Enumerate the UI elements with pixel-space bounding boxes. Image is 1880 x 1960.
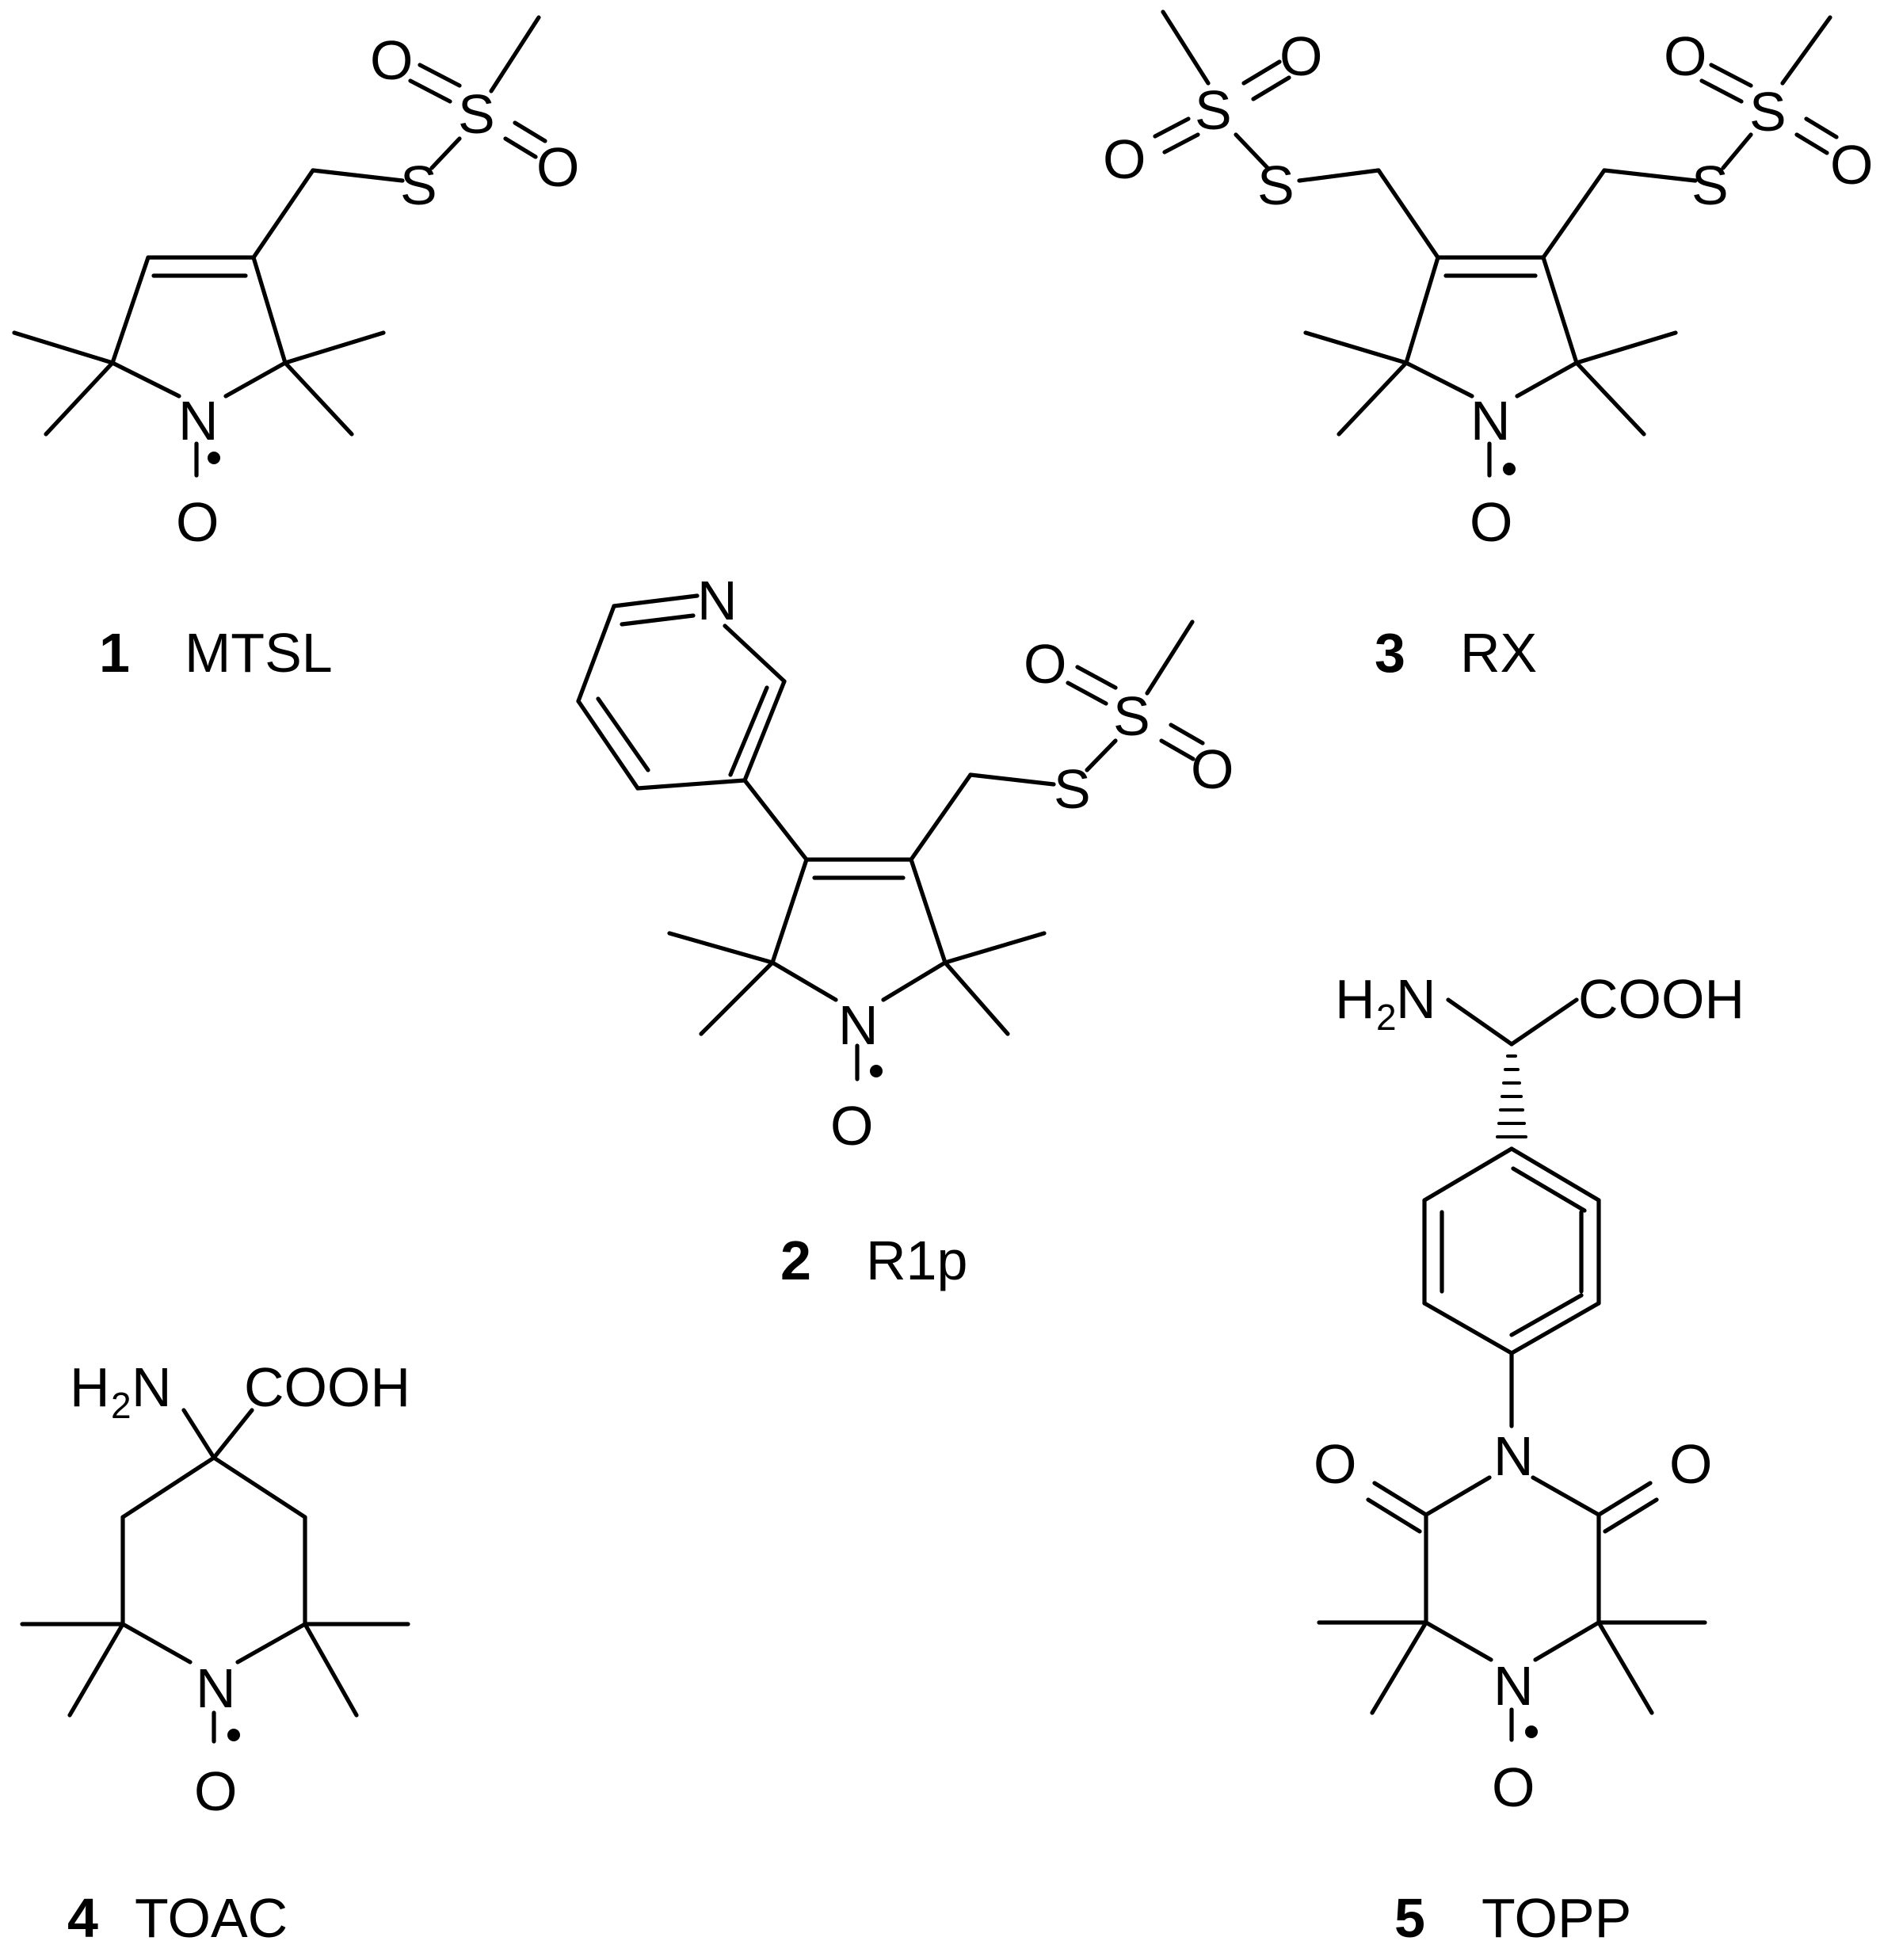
atom-label-o: O [1103, 128, 1146, 190]
atom-label-o: O [1664, 25, 1706, 87]
compound-4-toac: H 2 N COOH N O 4 TOAC [20, 1356, 410, 1949]
amine-subscript-2: 2 [1376, 997, 1397, 1038]
atom-label-s: S [1257, 154, 1295, 216]
atom-label-s: S [1749, 81, 1787, 143]
compound-name-rx: RX [1460, 622, 1537, 684]
atom-label-n: N [1470, 390, 1511, 452]
atom-label-n: N [1493, 1425, 1534, 1487]
atom-label-s: S [458, 83, 495, 145]
atom-label-o: O [830, 1095, 873, 1157]
atom-label-n: N [178, 390, 219, 452]
compound-number-4: 4 [67, 1887, 98, 1949]
atom-label-o: O [1470, 491, 1512, 553]
compound-number-3: 3 [1375, 622, 1405, 684]
compound-name-topp: TOPP [1482, 1887, 1631, 1949]
compound-number-1: 1 [99, 622, 130, 684]
atom-label-o: O [370, 29, 413, 91]
compound-1-mtsl: N O S S O O 1 MTSL [12, 15, 579, 684]
atom-label-o: O [176, 491, 219, 553]
compound-5-topp: H 2 N COOH N O O N O 5 TOPP [1314, 968, 1745, 1949]
amine-n: N [132, 1356, 172, 1418]
atom-label-s: S [1691, 154, 1729, 216]
atom-label-s: S [1054, 758, 1091, 820]
amine-n: N [1396, 968, 1436, 1030]
compound-name-toac: TOAC [135, 1887, 288, 1949]
atom-label-s: S [1195, 79, 1232, 141]
compound-number-2: 2 [780, 1230, 811, 1291]
atom-label-o: O [536, 136, 579, 198]
amine-h: H [1335, 968, 1375, 1030]
carboxyl-label: COOH [1578, 968, 1745, 1030]
atom-label-o: O [194, 1760, 237, 1822]
compound-name-r1p: R1p [866, 1230, 967, 1291]
compound-3-rx: N O S S O O S S O O 3 RX [1103, 10, 1873, 684]
compound-name-mtsl: MTSL [185, 622, 333, 684]
compound-2-r1p: N N O S S O O 2 R1p [576, 570, 1234, 1291]
atom-label-n: N [838, 994, 879, 1056]
atom-label-n: N [196, 1657, 236, 1719]
atom-label-o: O [1492, 1756, 1535, 1818]
carboxyl-label: COOH [244, 1356, 410, 1418]
atom-label-o: O [1191, 738, 1234, 800]
atom-label-n: N [697, 570, 738, 631]
atom-label-o: O [1830, 134, 1873, 196]
atom-label-s: S [1113, 685, 1150, 747]
amine-subscript-2: 2 [111, 1385, 132, 1426]
atom-label-s: S [400, 154, 437, 216]
atom-label-o: O [1279, 25, 1322, 87]
amine-h: H [70, 1356, 110, 1418]
atom-label-o: O [1024, 633, 1066, 695]
compound-number-5: 5 [1394, 1887, 1425, 1949]
atom-label-o: O [1669, 1433, 1712, 1495]
stereo-hash-bond [1496, 1054, 1527, 1138]
atom-label-o: O [1314, 1433, 1356, 1495]
atom-label-n: N [1493, 1655, 1534, 1717]
